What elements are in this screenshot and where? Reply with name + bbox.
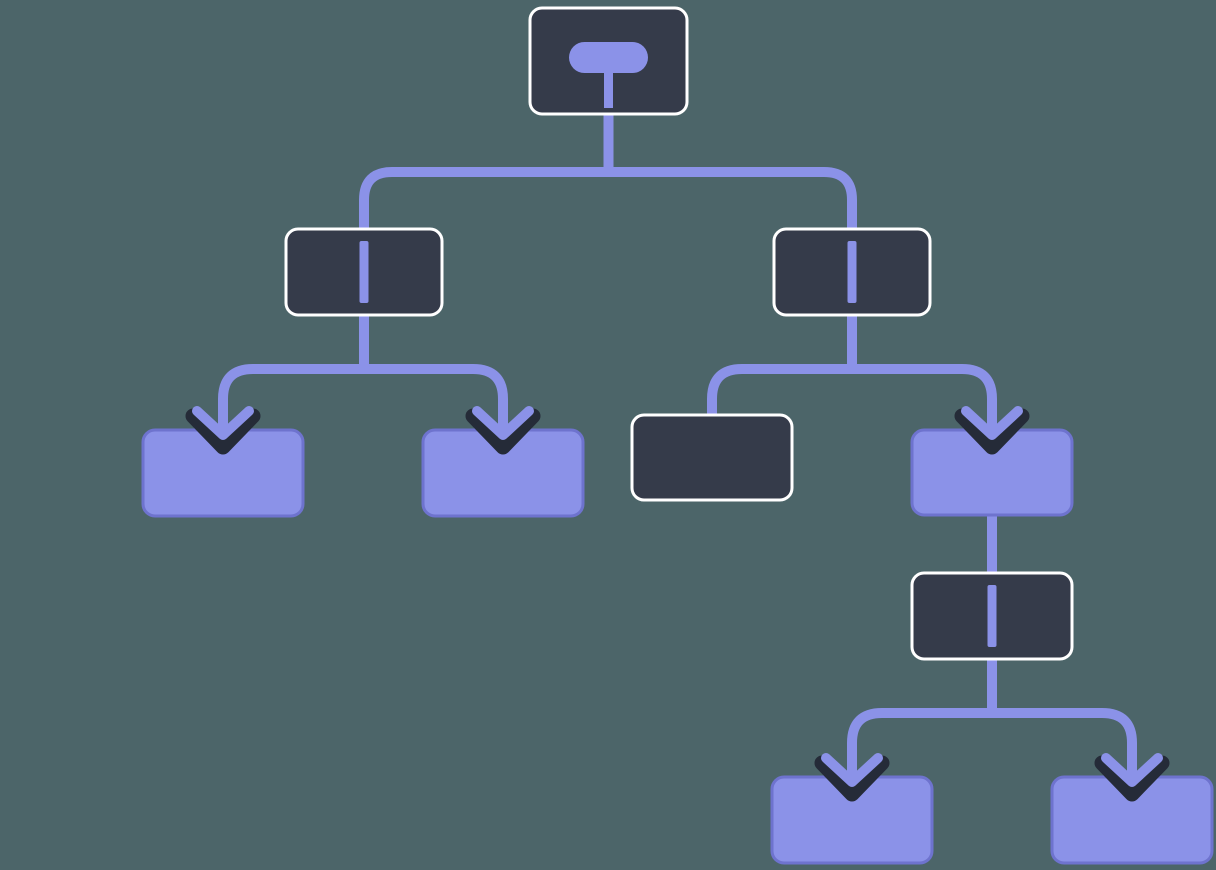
tree-node-root[interactable] — [528, 6, 689, 116]
arrow-down-icon-leaf-bottom-1 — [814, 753, 890, 802]
vertical-bar-icon — [359, 241, 369, 303]
connector-line-left-split — [218, 364, 508, 437]
arrow-down-icon-leaf-bottom-2 — [1094, 753, 1170, 802]
connector-line-right-split — [707, 364, 997, 437]
arrow-down-icon-leaf-right — [954, 406, 1030, 455]
tree-node-branch-left[interactable] — [284, 227, 444, 317]
arrow-chevron-outline — [185, 408, 261, 455]
tree-node-branch-right[interactable] — [772, 227, 932, 317]
arrow-chevron-outline — [1094, 755, 1170, 802]
root-pill-stem-icon — [604, 69, 613, 108]
tree-node-leaf-dark[interactable] — [630, 413, 794, 502]
arrow-chevron-outline — [814, 755, 890, 802]
vertical-bar-icon — [847, 241, 857, 303]
arrow-chevron-head — [472, 406, 534, 440]
arrow-chevron-head — [961, 406, 1023, 440]
arrow-chevron-head — [192, 406, 254, 440]
arrow-chevron-head — [1101, 753, 1163, 787]
dark-node-box-leaf-dark[interactable] — [630, 413, 794, 502]
connector-line-bottom-split — [847, 708, 1137, 784]
arrow-down-icon-leaf-left-1 — [185, 406, 261, 455]
root-pill-icon — [569, 42, 648, 73]
arrow-chevron-outline — [465, 408, 541, 455]
connector-line-top-bus — [359, 167, 857, 234]
arrow-chevron-outline — [954, 408, 1030, 455]
tree-node-branch-mid[interactable] — [910, 571, 1074, 661]
vertical-bar-icon — [987, 585, 997, 647]
arrow-chevron-head — [821, 753, 883, 787]
arrow-down-icon-leaf-left-2 — [465, 406, 541, 455]
